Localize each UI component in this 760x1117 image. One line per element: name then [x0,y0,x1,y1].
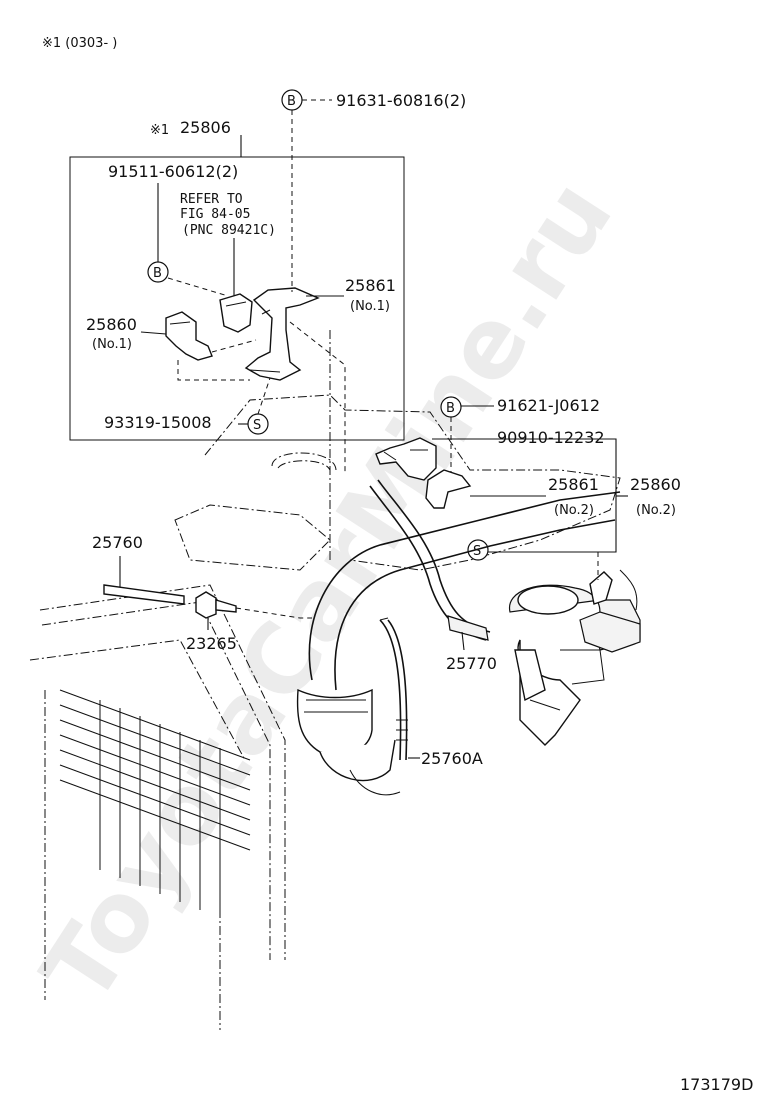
subassembly-box [69,156,405,441]
label-25806: 25806 [180,118,231,137]
svg-text:B: B [446,401,455,416]
sensor-23265 [195,591,237,619]
bolt-path-box [167,277,229,297]
figure-id: 173179D [680,1075,753,1094]
vsv-25860-no1 [165,311,213,361]
engine-outline [174,330,621,571]
refer-line-3: (PNC 89421C) [182,223,276,238]
label-25861-no1-sub: (No.1) [350,299,390,314]
mount-path-box [177,360,250,381]
label-91621: 91621-J0612 [497,396,600,415]
bracket-25861-no2 [425,469,472,509]
label-90910: 90910-12232 [497,428,605,447]
label-25861-no2-sub: (No.2) [554,503,594,518]
refer-note: REFER TO FIG 84-05 (PNC 89421C) [180,192,276,238]
radiator [29,584,286,1030]
bracket-25861-no1 [244,287,320,381]
label-25860-no1-sub: (No.1) [92,337,132,352]
label-25861-no1: 25861 [345,276,396,295]
label-25861-no2: 25861 [548,475,599,494]
screw-path-box [257,377,271,415]
egr-valve-assembly [509,569,641,746]
label-25760: 25760 [92,533,143,552]
sensor-path [235,607,312,619]
mount-path-box-2 [211,339,257,353]
label-25860-no1: 25860 [86,315,137,334]
label-25860-no2: 25860 [630,475,681,494]
b-marker-top: B [281,89,303,111]
svg-text:S: S [253,418,261,433]
dipstick-guide-25760a [379,617,408,761]
svg-text:B: B [287,94,296,109]
dipstick-25760 [103,584,185,605]
label-93319: 93319-15008 [104,413,212,432]
b-marker-box: B [147,261,169,283]
svg-text:B: B [153,266,162,281]
leader-25860-no1 [140,331,167,335]
box-mark: ※1 [150,123,169,138]
svg-text:S: S [473,544,481,559]
refer-line-2: FIG 84-05 [180,207,250,222]
label-25760a: 25760A [421,749,483,768]
vsv-90910 [375,437,437,481]
connector-part [219,293,253,333]
label-23265: 23265 [186,634,237,653]
s-marker-box: S [247,413,269,435]
label-91511: 91511-60612(2) [108,162,238,181]
air-hose-main [296,491,621,796]
leader-25770 [461,631,465,651]
refer-line-1: REFER TO [180,192,243,207]
label-91631: 91631-60816(2) [336,91,466,110]
header-note: ※1 (0303- ) [42,36,117,51]
b-marker-right: B [440,396,462,418]
label-25770: 25770 [446,654,497,673]
label-25860-no2-sub: (No.2) [636,503,676,518]
vacuum-hose-25770 [369,479,491,641]
